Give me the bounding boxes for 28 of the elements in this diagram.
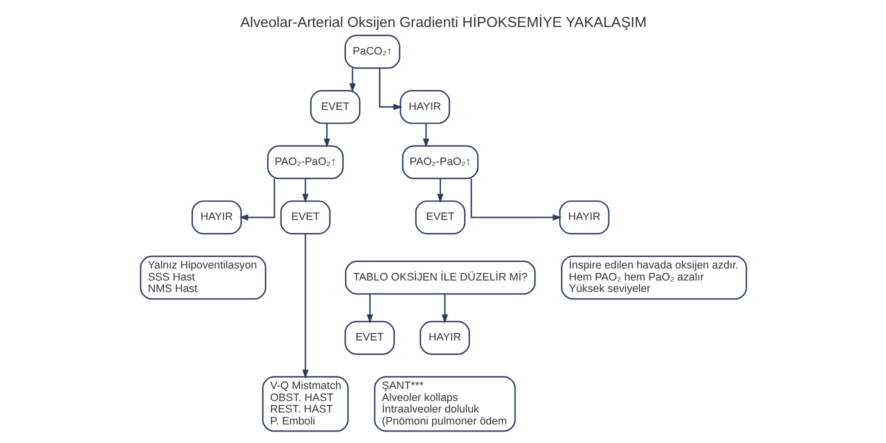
node-box: HAYIR	[419, 320, 470, 355]
arrow	[323, 124, 330, 148]
node-box: PaCO₂↑	[344, 34, 400, 69]
node-box: HAYIR	[191, 200, 242, 234]
node-box: HAYIR	[399, 90, 450, 124]
diagram-title: Alveolar-Arterial Oksijen Gradienti HİPOKSEMİYE YAKALAŞIM	[240, 15, 646, 32]
arrow	[302, 234, 308, 379]
node-box: HAYIR	[558, 200, 609, 234]
node-box: EVET	[414, 200, 465, 234]
node-box: EVET	[344, 320, 394, 355]
arrow	[422, 124, 429, 148]
arrow	[302, 178, 308, 203]
node-box: İnspire edilen havada oksijen azdır. Hem PAO₂ hem PaO₂ azalır Yüksek seviyeler	[560, 256, 747, 300]
arrow	[378, 68, 402, 110]
node-box: Yalnız Hipoventilasyon SSS Hast NMS Hast	[139, 256, 266, 300]
arrow	[470, 178, 562, 221]
arrow	[366, 294, 373, 324]
node-box: ŞANT*** Alveoler kollaps İntraalveoler doluluk (Pnömoni pulmoner ödem	[374, 376, 516, 432]
node-box: PAO₂-PaO₂↑	[266, 145, 344, 180]
arrow	[441, 294, 448, 324]
arrow	[348, 68, 356, 92]
node-box: EVET	[310, 90, 360, 124]
arrow	[436, 178, 443, 203]
node-box: PAO₂-PaO₂↑	[402, 145, 478, 180]
node-box: EVET	[280, 200, 330, 234]
node-box: TABLO OKSİJEN İLE DÜZELİR Mİ?	[344, 260, 536, 295]
node-box: V-Q Mistmatch OBST. HAST REST. HAST P. Emboli	[262, 376, 348, 432]
arrow	[238, 178, 275, 221]
